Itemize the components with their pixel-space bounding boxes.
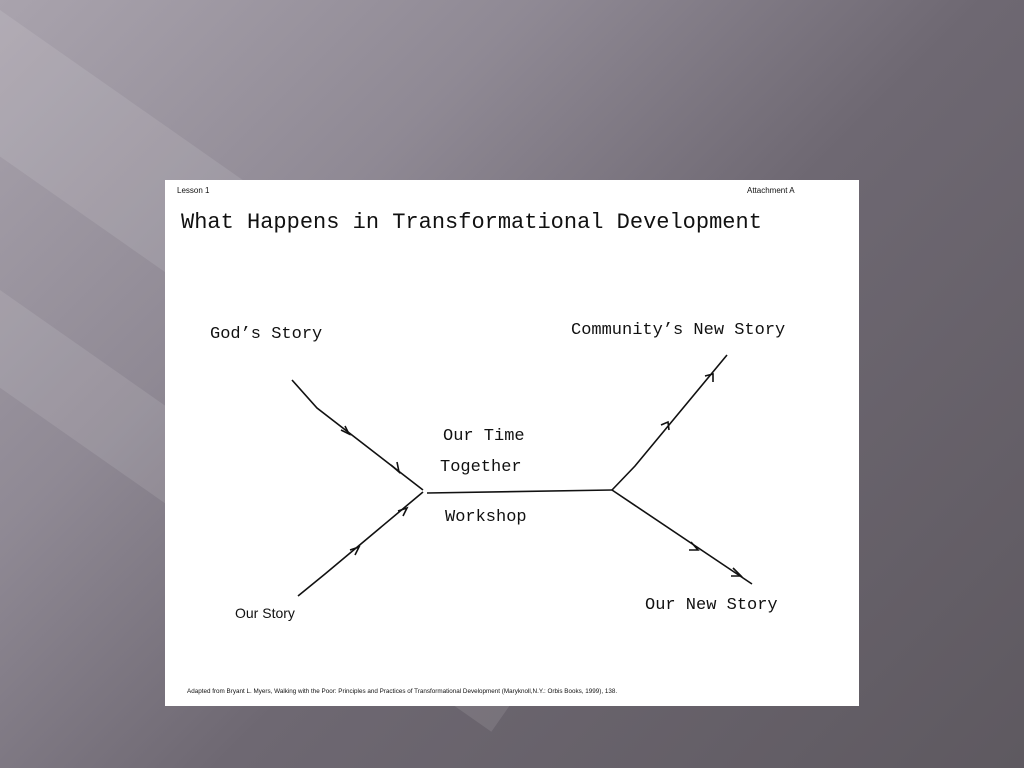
arrow-icon: [349, 545, 361, 556]
citation-footer: Adapted from Bryant L. Myers, Walking wi…: [187, 688, 618, 695]
lesson-label: Lesson 1: [177, 186, 210, 195]
our-story-line: [297, 491, 424, 597]
arrow-icon: [340, 425, 351, 436]
our-new-story-label: Our New Story: [645, 596, 778, 615]
together-label: Together: [440, 458, 522, 477]
community-new-story-label: Community’s New Story: [571, 321, 786, 340]
gods-story-label: God’s Story: [210, 325, 323, 344]
arrow-icon: [660, 420, 670, 431]
gods-story-line: [291, 379, 424, 491]
arrow-icon: [397, 506, 409, 517]
page-title: What Happens in Transformational Develop…: [181, 210, 762, 235]
workshop-label: Workshop: [445, 508, 527, 527]
arrow-icon: [704, 372, 714, 382]
community-new-story-line: [611, 354, 728, 491]
our-new-story-line: [611, 489, 753, 585]
arrow-icon: [390, 461, 401, 475]
document-page: Lesson 1 Attachment A What Happens in Tr…: [165, 180, 859, 706]
arrow-icon: [731, 567, 743, 577]
our-story-label: Our Story: [235, 605, 295, 621]
diagram: [291, 354, 753, 597]
our-time-label: Our Time: [443, 427, 525, 446]
arrow-icon: [689, 541, 700, 551]
workshop-line: [426, 489, 613, 494]
attachment-label: Attachment A: [747, 186, 795, 195]
